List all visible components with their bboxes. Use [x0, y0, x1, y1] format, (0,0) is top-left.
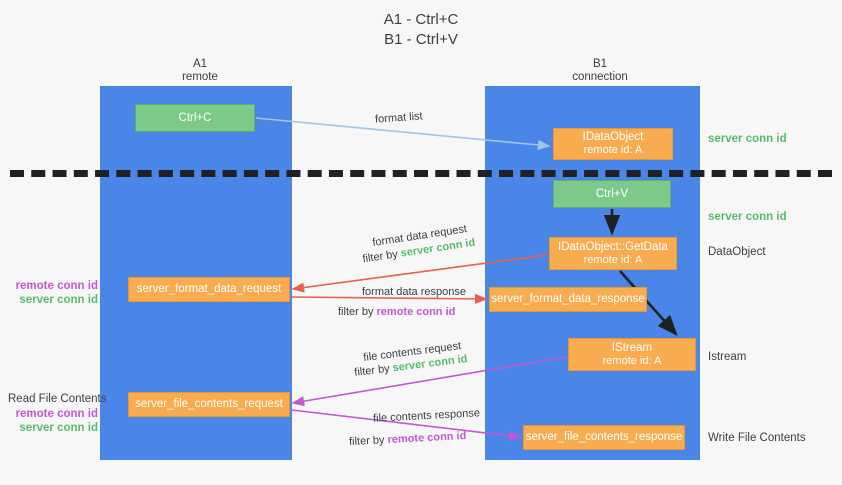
filter-prefix: filter by	[348, 434, 388, 449]
node-server-format-data-request[interactable]: server_format_data_request	[128, 277, 290, 302]
node-label: server_file_contents_response	[525, 431, 683, 443]
label-conn-ids-lower: remote conn id server conn id	[10, 407, 98, 435]
label-server-conn-id: server conn id	[19, 422, 98, 434]
label-istream: Istream	[708, 351, 747, 363]
node-label: IDataObject	[582, 131, 644, 143]
label-dataobject: DataObject	[708, 246, 766, 258]
filter-value: remote conn id	[387, 429, 467, 447]
node-sublabel: remote id: A	[583, 253, 643, 266]
node-label: Ctrl+C	[178, 111, 212, 124]
label-read-file-contents: Read File Contents	[8, 393, 107, 405]
node-label: server_format_data_request	[136, 283, 282, 295]
node-sublabel: remote id: A	[602, 354, 662, 367]
phase-divider	[10, 170, 832, 177]
page-title: A1 - Ctrl+C B1 - Ctrl+V	[383, 11, 459, 48]
filter-prefix: filter by	[353, 362, 394, 379]
label-conn-ids-upper: remote conn id server conn id	[10, 279, 98, 307]
label-server-conn-id-top: server conn id	[708, 133, 787, 145]
node-label: server_file_contents_request	[135, 398, 283, 410]
node-istream[interactable]: IStream remote id: A	[568, 338, 696, 371]
label-server-conn-id-mid: server conn id	[708, 211, 787, 223]
column-header-b1: B1 connection	[572, 58, 628, 83]
edge-label-format-data-response-filter: filter by remote conn id	[338, 305, 455, 319]
label-server-conn-id: server conn id	[19, 294, 98, 306]
label-remote-conn-id: remote conn id	[15, 280, 98, 292]
node-idataobject[interactable]: IDataObject remote id: A	[553, 128, 673, 160]
node-label: IStream	[611, 341, 653, 354]
node-sublabel: remote id: A	[583, 144, 643, 156]
node-idataobject-getdata[interactable]: IDataObject::GetData remote id: A	[549, 237, 677, 270]
node-label: Ctrl+V	[595, 187, 629, 200]
node-server-file-contents-response[interactable]: server_file_contents_response	[523, 425, 685, 450]
filter-prefix: filter by	[338, 306, 377, 318]
filter-value: remote conn id	[376, 306, 456, 318]
node-ctrl-c[interactable]: Ctrl+C	[135, 104, 255, 132]
node-ctrl-v[interactable]: Ctrl+V	[553, 180, 671, 208]
filter-prefix: filter by	[361, 247, 402, 266]
node-label: server_format_data_response	[491, 293, 645, 305]
label-remote-conn-id: remote conn id	[15, 408, 98, 420]
edge-label-file-contents-response-filter: filter by remote conn id	[349, 429, 467, 449]
column-header-a1: A1 remote	[182, 58, 218, 83]
edge-label-format-list: format list	[374, 110, 424, 126]
node-server-file-contents-request[interactable]: server_file_contents_request	[128, 392, 290, 417]
node-server-format-data-response[interactable]: server_format_data_response	[489, 287, 647, 312]
edge-label-file-contents-response: file contents response	[372, 407, 481, 425]
label-write-file-contents: Write File Contents	[708, 432, 806, 444]
edge-label-format-data-response: format data response	[362, 286, 466, 298]
node-label: IDataObject::GetData	[558, 240, 668, 253]
